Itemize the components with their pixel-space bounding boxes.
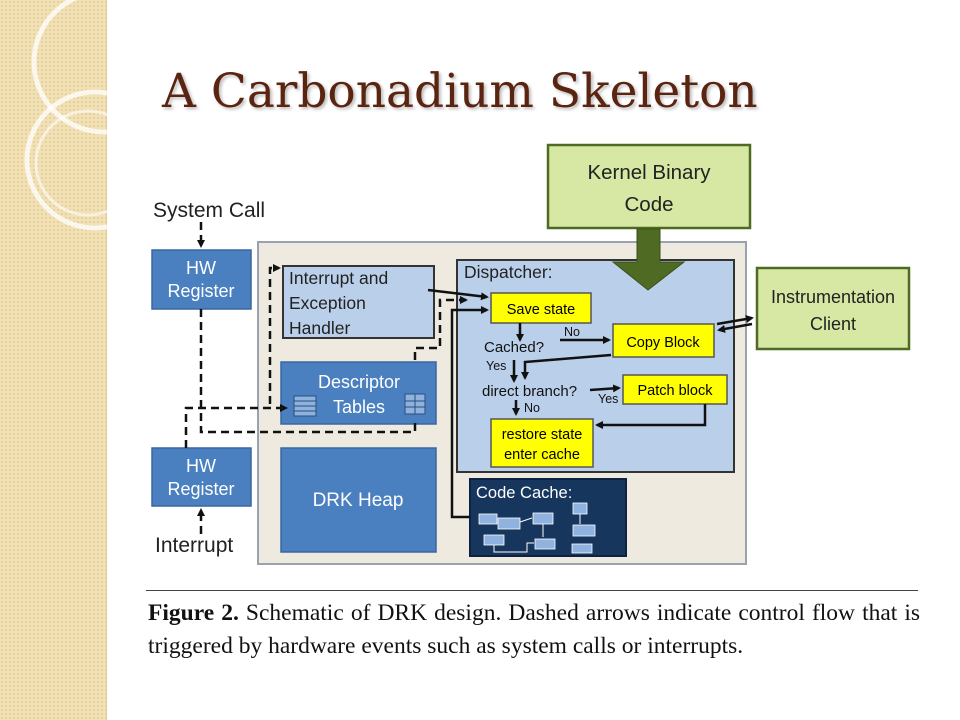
save-state-box: Save state bbox=[490, 292, 592, 324]
figure-caption: Figure 2. Schematic of DRK design. Dashe… bbox=[148, 597, 920, 663]
decorative-sidebar bbox=[0, 0, 107, 720]
svg-text:Exception: Exception bbox=[289, 293, 366, 313]
copy-block-box: Copy Block bbox=[612, 323, 715, 358]
patch-block-box: Patch block bbox=[622, 374, 728, 405]
slide-title: A Carbonadium Skeleton bbox=[162, 64, 758, 119]
svg-text:restore state: restore state bbox=[502, 427, 583, 443]
svg-text:Copy Block: Copy Block bbox=[626, 335, 700, 351]
dashed-arrow-descriptor-to-handler bbox=[268, 264, 281, 404]
cached-question-label: Cached? bbox=[484, 339, 544, 356]
direct-branch-question-label: direct branch? bbox=[482, 383, 577, 400]
down-arrow-icon bbox=[611, 228, 686, 291]
drk-schematic-diagram: System Call Interrupt HW Register HW Reg… bbox=[151, 143, 911, 565]
svg-text:Register: Register bbox=[167, 281, 234, 301]
dashed-arrow-register2-to-descriptor bbox=[184, 404, 288, 448]
svg-text:enter cache: enter cache bbox=[504, 447, 580, 463]
kernel-binary-code: Kernel Binary Code bbox=[546, 143, 752, 230]
svg-text:HW: HW bbox=[186, 258, 216, 278]
svg-text:Tables: Tables bbox=[333, 397, 385, 417]
arrow-handler-to-save bbox=[427, 288, 489, 301]
descriptor-tables: Descriptor Tables bbox=[280, 361, 437, 425]
dashed-arrow-side-loop bbox=[413, 296, 468, 360]
svg-text:Client: Client bbox=[810, 314, 856, 334]
arrow-client-to-copy bbox=[717, 322, 753, 333]
no-label: No bbox=[564, 325, 580, 339]
drk-heap: DRK Heap bbox=[280, 447, 437, 553]
decorative-rings bbox=[24, 0, 130, 231]
instrumentation-client: Instrumentation Client bbox=[755, 266, 911, 351]
restore-state-box: restore state enter cache bbox=[490, 418, 594, 468]
yes-label: Yes bbox=[486, 359, 506, 373]
code-cache-block-icon bbox=[478, 502, 596, 554]
svg-text:Register: Register bbox=[167, 479, 234, 499]
code-cache: Code Cache: bbox=[469, 478, 627, 557]
interrupt-exception-handler: Interrupt and Exception Handler bbox=[282, 265, 435, 339]
interrupt-label: Interrupt bbox=[155, 534, 233, 557]
arrow-patch-to-restore bbox=[595, 404, 707, 429]
svg-text:Interrupt and: Interrupt and bbox=[289, 268, 388, 288]
yes-label: Yes bbox=[598, 392, 618, 406]
hw-register-top: HW Register bbox=[151, 249, 252, 310]
figure-label: Figure 2. bbox=[148, 600, 239, 626]
svg-text:Instrumentation: Instrumentation bbox=[771, 287, 895, 307]
svg-text:DRK Heap: DRK Heap bbox=[313, 490, 404, 511]
svg-text:Descriptor: Descriptor bbox=[318, 372, 400, 392]
dispatcher-label: Dispatcher: bbox=[464, 262, 553, 282]
hw-register-bottom: HW Register bbox=[151, 447, 252, 507]
caption-divider bbox=[146, 590, 918, 591]
svg-text:Code Cache:: Code Cache: bbox=[476, 484, 572, 502]
arrow-direct-yes-to-patch bbox=[589, 384, 621, 393]
caption-text: Schematic of DRK design. Dashed arrows i… bbox=[148, 600, 921, 659]
table-icon bbox=[404, 393, 426, 415]
svg-text:Save state: Save state bbox=[507, 302, 576, 318]
arrow-copy-to-client bbox=[716, 315, 754, 326]
svg-text:HW: HW bbox=[186, 456, 216, 476]
dashed-arrow-register-to-descriptor bbox=[199, 309, 417, 434]
svg-text:Handler: Handler bbox=[289, 318, 350, 338]
svg-text:Kernel Binary: Kernel Binary bbox=[587, 161, 711, 184]
table-icon bbox=[293, 395, 317, 417]
arrow-cache-to-dispatch bbox=[450, 306, 489, 519]
arrow-copy-to-direct bbox=[521, 353, 612, 380]
no-label: No bbox=[524, 401, 540, 415]
system-call-label: System Call bbox=[153, 199, 265, 222]
svg-text:Code: Code bbox=[624, 193, 673, 216]
svg-text:Patch block: Patch block bbox=[638, 383, 714, 399]
